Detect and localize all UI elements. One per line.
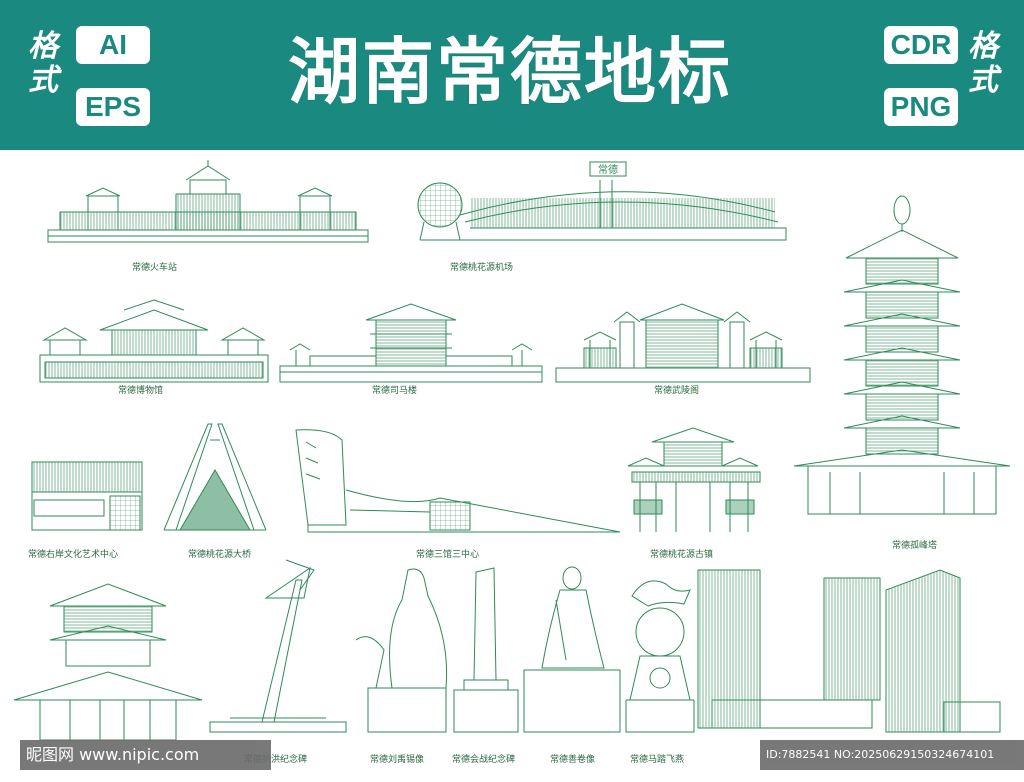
ancient-town-gate-art [627,427,761,532]
caption-art-center: 常德右岸文化艺术中心 [28,550,119,560]
wuling-pavilion-art [555,303,811,383]
caption-airport: 常德桃花源机场 [450,263,514,273]
caption-horse-swallow: 常德马踏飞燕 [630,755,685,765]
battle-memorial-art [453,567,519,733]
three-halls-art [295,429,621,533]
caption-flood-monument: 常德抗洪纪念碑 [244,755,308,765]
tower-pavilion-art [13,583,203,741]
flood-monument-art [209,559,347,733]
gufeng-pagoda-art [793,195,1011,515]
format-badge-png: PNG [884,88,958,126]
museum-art [39,299,269,383]
format-badge-cdr: CDR [884,26,958,64]
caption-three-halls: 常德三馆三中心 [416,550,480,560]
horse-swallow-art [625,580,695,733]
caption-liu-yuxi-statue: 常德刘禹锡像 [370,755,425,765]
caption-gufeng-pagoda: 常德孤峰塔 [892,541,938,551]
caption-shanjuan-statue: 常德善卷像 [550,755,596,765]
format-label-left: 格式 [28,29,58,98]
caption-railway-station: 常德火车站 [132,263,178,273]
watermark-right: ID:7882541 NO:20250629150324674101 [760,740,1024,770]
bridge-art [163,423,267,531]
page-title: 湖南常德地标 [287,30,732,114]
railway-station-art [47,160,369,243]
caption-sima-tower: 常德司马楼 [372,386,418,396]
shanjuan-statue-art [523,566,621,733]
art-center-art [31,461,143,531]
caption-museum: 常德博物馆 [118,386,164,396]
airport-sign-text: 常德 [598,163,618,176]
caption-battle-memorial: 常德会战纪念碑 [452,755,516,765]
format-badge-ai: AI [76,26,150,64]
watermark-left: 昵图网 www.nipic.com [20,740,271,770]
business-center-art [697,569,1001,733]
format-badge-eps: EPS [76,88,150,126]
caption-ancient-town: 常德桃花源古镇 [650,550,714,560]
format-label-right: 格式 [968,29,998,98]
caption-bridge: 常德桃花源大桥 [188,550,252,560]
sima-tower-art [279,303,543,383]
title-banner [0,0,1024,150]
airport-art [417,161,787,241]
liu-yuxi-statue-art [355,568,448,733]
caption-wuling-pavilion: 常德武陵阁 [654,386,700,396]
